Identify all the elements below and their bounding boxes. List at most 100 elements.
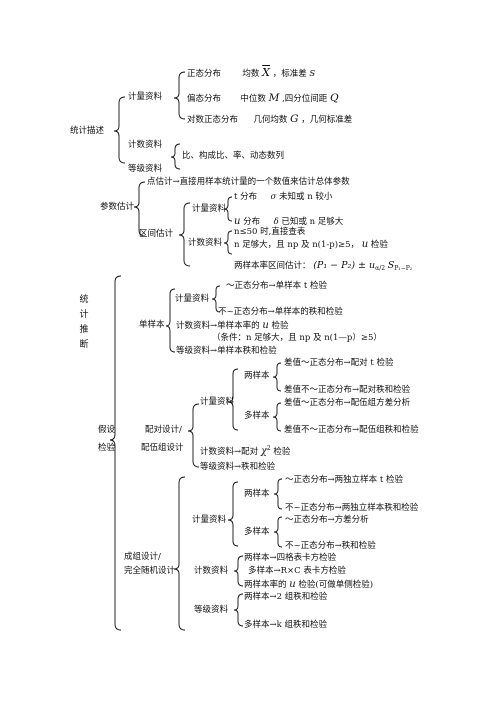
brace-danyangben xyxy=(165,288,176,353)
zhengtai-sd-sym: S xyxy=(309,69,316,79)
brace-duoyangben-chengzu xyxy=(273,516,283,548)
node-jishu-dan-u: 计数资料→单样本率的 u 检验 xyxy=(176,320,289,332)
brace-jiliang-miaoshu xyxy=(173,71,186,120)
jishu-chi-sym: χ xyxy=(260,445,267,457)
brace-tongji-miaoshu xyxy=(113,96,126,164)
jishu-chi-sup: 2 xyxy=(266,445,271,452)
node-jiliang-2: 计量资料 xyxy=(192,204,227,214)
liang-rate-u: 两样本率的 xyxy=(244,580,287,590)
u-fenbu-sym: u xyxy=(234,216,241,227)
node-pianta: 偏态分布 中位数 M ,四分位间距 Q xyxy=(187,93,339,105)
node-jishu-3: 计数资料 xyxy=(194,566,229,576)
jishu-chi-end: 检验 xyxy=(273,446,291,457)
node-canshu-guji: 参数估计 xyxy=(100,202,135,212)
brace-canshu-guji xyxy=(133,181,146,237)
brace-chengzu xyxy=(173,476,186,631)
liang-rate-u-sym: u xyxy=(289,579,296,590)
node-zt-liang-t: ～正态分布→两独立样本 t 检验 xyxy=(285,475,403,485)
u-cond: 已知或 n 足够大 xyxy=(281,217,344,227)
brace-jishu-dengji xyxy=(170,143,181,170)
node-dengji-dan: 等级资料→单样本秩和检验 xyxy=(176,346,277,356)
node-dengji-liang: 两样本→2 组秩和检验 xyxy=(244,592,328,602)
zhengtai-fenbu: 正态分布 xyxy=(187,69,222,79)
node-jishu-2: 计数资料 xyxy=(188,238,223,248)
liang-yangben-s-sub: P₁−P₂ xyxy=(394,265,413,272)
brace-qujian-guji xyxy=(178,202,191,267)
node-jiliang-5: 计量资料 xyxy=(192,515,227,525)
brace-jiliang-dan xyxy=(211,285,221,313)
node-jiliang-1: 计量资料 xyxy=(128,92,163,102)
liang-yangben-s: S xyxy=(387,260,395,271)
node-fzt-liang: 不~正态分布→两独立样本秩和检验 xyxy=(285,503,419,513)
node-jiashe-1: 假设 xyxy=(98,425,116,435)
t-cond-sym: σ xyxy=(270,192,277,202)
brace-jiliang-peidui xyxy=(227,368,239,431)
node-zt-dan-t: ～正态分布→单样本 t 检验 xyxy=(226,281,327,291)
node-peiwu-sheji: 配伍组设计 xyxy=(141,443,184,453)
node-chazhi-fzt-multi: 差值不～正态分布→配伍组秩和检验 xyxy=(284,425,419,435)
node-chazhi-zt: 差值～正态分布→配对 t 检验 xyxy=(284,358,394,368)
brace-jishu-qujian xyxy=(223,230,233,255)
duishu-gmean: 几何均数 xyxy=(253,115,288,125)
pianta-q-sym: Q xyxy=(330,92,339,104)
pianta-q: ,四分位间距 xyxy=(282,94,328,104)
liang-yangben-rate: 两样本率区间估计： xyxy=(234,261,311,271)
duishu-gsd: ，几何标准差 xyxy=(301,115,353,125)
zhengtai-sd: ，标准差 xyxy=(272,69,307,79)
node-wanquan-suiji: 完全随机设计 xyxy=(124,566,176,576)
brace-liangyangben-peidui xyxy=(272,362,282,392)
zhengtai-mean: 均数 xyxy=(242,69,260,79)
node-duoyangben-1: 多样本 xyxy=(244,411,270,421)
node-jiashe-2: 检验 xyxy=(98,443,116,453)
node-liang-rate-u: 两样本率的 u 检验(可做单侧检验) xyxy=(244,579,373,591)
node-jishu-1: 计数资料 xyxy=(128,140,163,150)
brace-peidui xyxy=(187,403,200,468)
node-liang-yangben-rate: 两样本率区间估计： (P₁ − P₂) ± uα/2 SP₁−P₂ xyxy=(234,260,412,274)
node-fzt-zhihe: 不~正态分布→秩和检验 xyxy=(285,541,376,551)
node-jiliang-3: 计量资料 xyxy=(175,294,210,304)
node-liangyangben-2: 两样本 xyxy=(244,489,270,499)
node-bilv: 比、构成比、率、动态数列 xyxy=(182,151,285,161)
n-large-test: 检验 xyxy=(370,240,388,250)
node-dengji-1: 等级资料 xyxy=(128,164,163,174)
zhengtai-mean-sym: X xyxy=(262,66,270,79)
node-tongji-tuiduan: 统计推断 xyxy=(79,295,89,350)
t-cond: 未知或 n 较小 xyxy=(279,192,333,202)
node-n-le-50: n≤50 时,直接查表 xyxy=(234,227,306,237)
node-chengzu-sheji: 成组设计/ xyxy=(124,552,161,562)
liang-yangben-formula: (P₁ − P₂) ± u xyxy=(313,260,376,271)
node-duoyangben-2: 多样本 xyxy=(244,527,270,537)
node-jiliang-4: 计量资料 xyxy=(200,397,235,407)
node-dengji-duo: 多样本→k 组秩和检验 xyxy=(244,620,327,630)
jishu-dan-u: 计数资料→单样本率的 xyxy=(176,321,260,331)
node-zt-fangcha: ～正态分布→方差分析 xyxy=(285,515,369,525)
node-chazhi-fzt: 差值不～正态分布→配对秩和检验 xyxy=(284,385,411,395)
liang-rate-u-end: 检验(可做单侧检验) xyxy=(298,580,374,590)
u-fenbu: 分布 xyxy=(243,217,261,227)
node-n-large: n 足够大，且 np 及 n(1-p)≥5， u 检验 xyxy=(234,239,388,251)
node-tongji-miaoshu: 统计描述 xyxy=(70,126,105,136)
n-large: n 足够大，且 np 及 n(1-p)≥5， xyxy=(234,240,360,250)
jishu-dan-u-end: 检验 xyxy=(271,321,289,331)
pianta-fenbu: 偏态分布 xyxy=(187,94,222,104)
pianta-median: 中位数 xyxy=(240,94,266,104)
node-duishu: 对数正态分布 几何均数 G ，几何标准差 xyxy=(187,114,352,126)
t-fenbu: t 分布 xyxy=(234,192,258,202)
liang-yangben-sub: α/2 xyxy=(375,265,386,272)
brace-jishu-chengzu xyxy=(233,555,244,587)
node-peidui-sheji: 配对设计/ xyxy=(145,425,182,435)
node-duo-rc: 多样本→R×C 表卡方检验 xyxy=(248,566,346,576)
node-fzt-dan: 不~正态分布→单样本的秩和检验 xyxy=(218,307,343,317)
node-danyangben: 单样本 xyxy=(139,320,165,330)
jishu-chi: 计数资料→配对 xyxy=(200,446,259,457)
brace-dengji-chengzu xyxy=(233,593,244,627)
node-tiaojian: （条件：n 足够大，且 np 及 n(1—p）≥5） xyxy=(212,333,382,343)
brace-jiliang-chengzu xyxy=(227,481,239,547)
node-chazhi-zt-multi: 差值～正态分布→配伍组方差分析 xyxy=(284,398,411,408)
node-liang-sige: 两样本→四格表卡方检验 xyxy=(244,553,337,563)
brace-duoyangben-peidui xyxy=(272,402,282,432)
n-large-u: u xyxy=(361,239,369,250)
duishu-fenbu: 对数正态分布 xyxy=(187,115,239,125)
